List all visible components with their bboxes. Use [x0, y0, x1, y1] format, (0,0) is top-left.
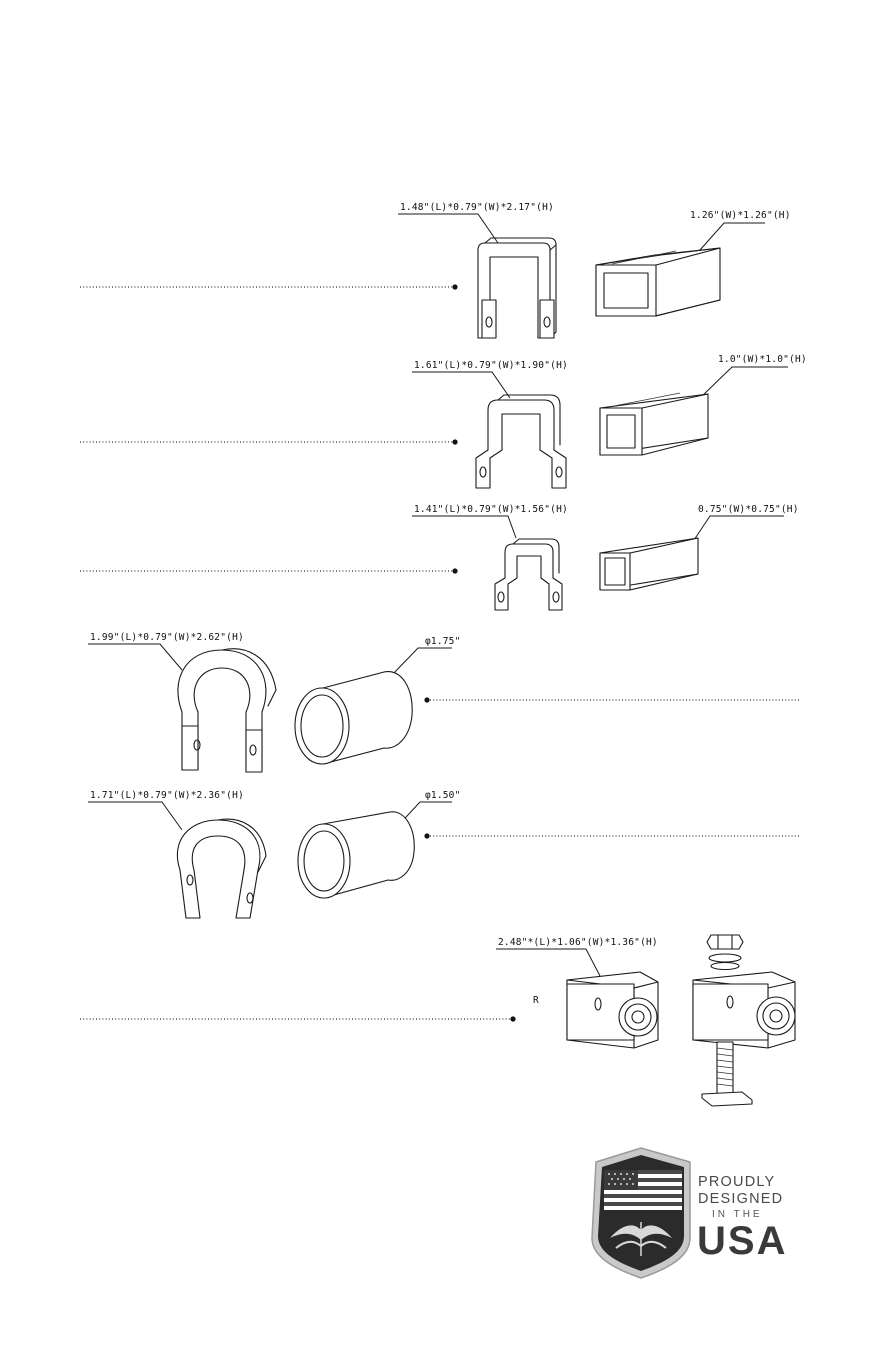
leader-dot	[424, 833, 429, 838]
dimension-leader	[392, 648, 452, 675]
clamp-dimension-label: 1.99"(L)*0.79"(W)*2.62"(H)	[90, 632, 244, 643]
flag-icon	[604, 1170, 682, 1210]
leader-dot	[452, 568, 457, 573]
dimension-leader	[88, 802, 182, 830]
badge-line-1: PROUDLY	[698, 1174, 775, 1190]
square-tube-illustration	[596, 248, 720, 316]
round-clamp-illustration	[177, 819, 266, 918]
dimension-leader	[398, 214, 498, 243]
round-clamp-illustration	[178, 649, 276, 772]
leader-dot	[510, 1016, 515, 1021]
row-4: 1.99"(L)*0.79"(W)*2.62"(H) φ1.75"	[88, 632, 800, 772]
dimension-leader	[700, 367, 788, 398]
clamp-dimension-label: 1.71"(L)*0.79"(W)*2.36"(H)	[90, 790, 244, 801]
tube-dimension-label: φ1.75"	[425, 636, 461, 647]
dimension-leader	[88, 644, 182, 670]
bracket-dimension-label: 1.48"(L)*0.79"(W)*2.17"(H)	[400, 202, 554, 213]
bracket-dimension-label: 1.61"(L)*0.79"(W)*1.90"(H)	[414, 360, 568, 371]
row-1: 1.48"(L)*0.79"(W)*2.17"(H) 1.26"(W)*1.26…	[80, 202, 791, 338]
leader-dot	[452, 284, 457, 289]
badge-line-4: USA	[697, 1219, 787, 1263]
dimension-leader	[694, 516, 784, 540]
badge-line-2: DESIGNED	[698, 1191, 783, 1207]
dimension-leader	[700, 223, 765, 250]
dimension-leader	[412, 372, 510, 398]
bracket-dimension-label: 1.41"(L)*0.79"(W)*1.56"(H)	[414, 504, 568, 515]
tube-dimension-label: φ1.50"	[425, 790, 461, 801]
u-bracket-illustration	[478, 238, 556, 338]
row-6: R 2.48"*(L)*1.06"(W)*1.36"(H)	[80, 935, 795, 1106]
dimension-leader	[412, 516, 516, 538]
slide-block-illustration	[567, 972, 658, 1048]
dimension-leader	[496, 949, 600, 976]
block-bolt-assembly-illustration	[693, 935, 795, 1106]
block-dimension-label: 2.48"*(L)*1.06"(W)*1.36"(H)	[498, 937, 658, 948]
u-bracket-illustration	[495, 539, 562, 610]
tube-dimension-label: 1.0"(W)*1.0"(H)	[718, 354, 807, 365]
row-5: 1.71"(L)*0.79"(W)*2.36"(H) φ1.50"	[88, 790, 800, 918]
proudly-designed-usa-badge: PROUDLY DESIGNED IN THE USA	[592, 1148, 787, 1278]
round-tube-illustration	[298, 812, 414, 898]
row-2: 1.61"(L)*0.79"(W)*1.90"(H) 1.0"(W)*1.0"(…	[80, 354, 807, 488]
u-bracket-illustration	[476, 395, 566, 488]
square-tube-illustration	[600, 393, 708, 455]
row-3: 1.41"(L)*0.79"(W)*1.56"(H) 0.75"(W)*0.75…	[80, 504, 799, 610]
leader-dot	[424, 697, 429, 702]
tube-dimension-label: 0.75"(W)*0.75"(H)	[698, 504, 799, 515]
leader-dot	[452, 439, 457, 444]
tube-dimension-label: 1.26"(W)*1.26"(H)	[690, 210, 791, 221]
square-tube-illustration	[600, 538, 698, 590]
round-tube-illustration	[295, 672, 412, 764]
marker-label: R	[533, 995, 539, 1006]
